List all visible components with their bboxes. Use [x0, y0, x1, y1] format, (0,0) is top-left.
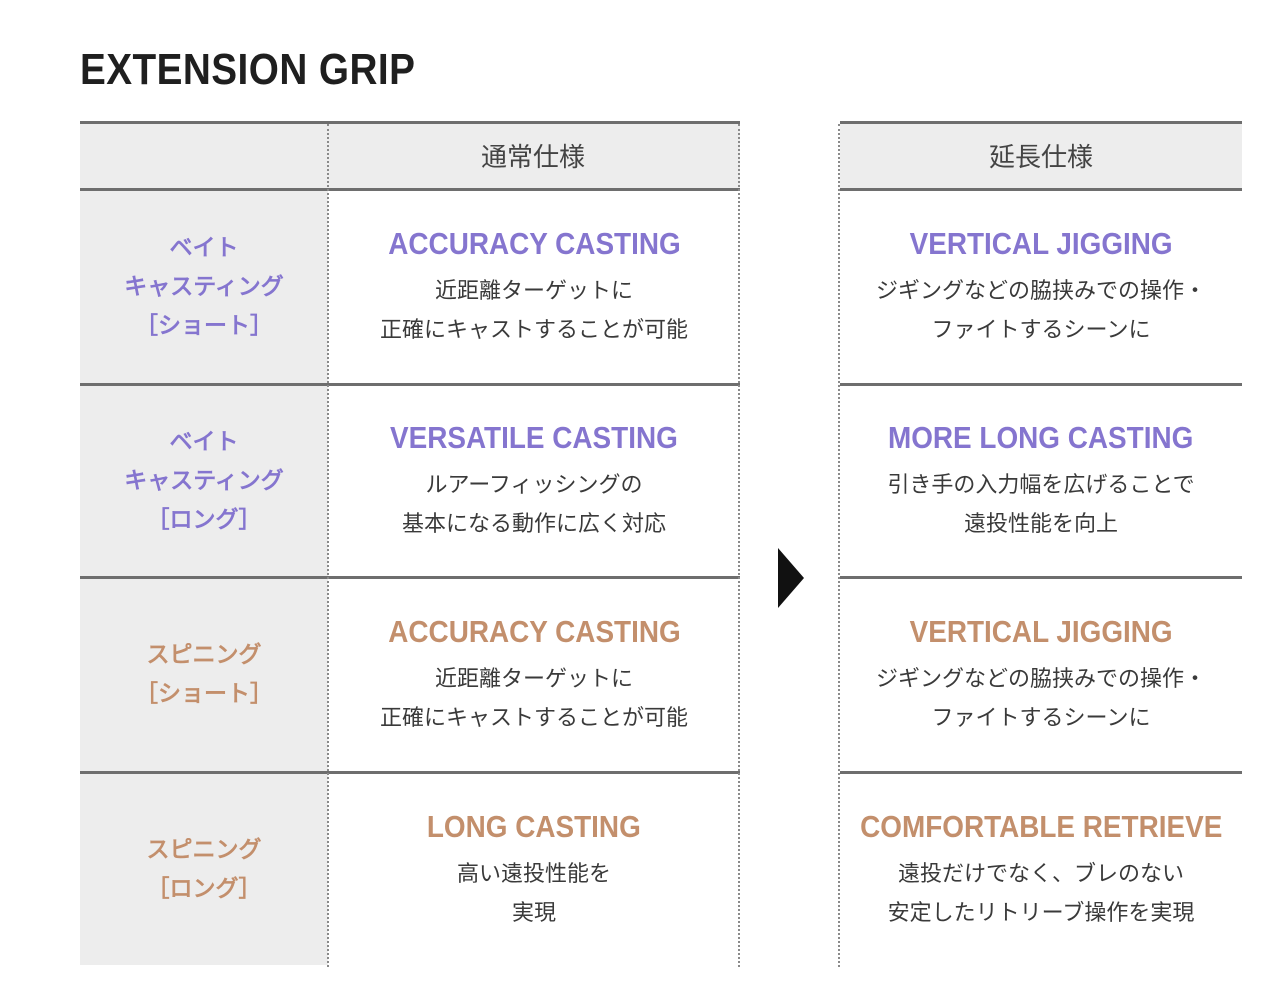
row-label-line: キャスティング: [124, 273, 284, 300]
spec-description-line: ジギングなどの脇挟みでの操作・: [875, 279, 1206, 304]
spec-heading: MORE LONG CASTING: [888, 420, 1194, 455]
row-divider-right: [840, 771, 1242, 774]
extended-spec-cell: VERTICAL JIGGING ジギングなどの脇挟みでの操作・ ファイトするシ…: [840, 579, 1242, 771]
row-label-line: ［ロング］: [146, 875, 262, 902]
header-extended-spec: 延長仕様: [988, 142, 1093, 173]
row-label: スピニング ［ショート］: [80, 579, 328, 771]
row-label-line: ［ロング］: [146, 506, 262, 533]
spec-description-line: 引き手の入力幅を広げることで: [887, 473, 1195, 498]
spec-description-line: ルアーフィッシングの: [425, 473, 643, 498]
column-divider: [838, 124, 840, 967]
table-top-border-left: [80, 121, 740, 124]
spec-heading: VERTICAL JIGGING: [909, 614, 1173, 649]
spec-description-line: ファイトするシーンに: [931, 706, 1151, 731]
spec-description-line: ファイトするシーンに: [931, 318, 1151, 343]
spec-description-line: ジギングなどの脇挟みでの操作・: [875, 667, 1206, 692]
header-background-left: [80, 122, 740, 188]
row-divider-left: [80, 383, 740, 386]
row-label-line: スピニング: [146, 642, 262, 668]
spec-description-line: 実現: [511, 900, 556, 926]
standard-spec-cell: VERSATILE CASTING ルアーフィッシングの 基本になる動作に広く対…: [330, 386, 738, 576]
right-triangle-arrow-icon: [778, 548, 804, 608]
spec-description-line: 遠投だけでなく、ブレのない: [897, 861, 1184, 887]
spec-heading: VERTICAL JIGGING: [909, 226, 1173, 261]
row-divider-right: [840, 576, 1242, 579]
spec-description-line: 近距離ターゲットに: [434, 279, 633, 304]
row-label: ベイト キャスティング ［ロング］: [80, 386, 328, 576]
spec-heading: VERSATILE CASTING: [390, 420, 678, 455]
header-standard-spec: 通常仕様: [480, 142, 585, 173]
extended-spec-cell: VERTICAL JIGGING ジギングなどの脇挟みでの操作・ ファイトするシ…: [840, 191, 1242, 383]
row-label-line: ベイト: [169, 428, 239, 455]
spec-description-line: 高い遠投性能を: [456, 861, 611, 887]
column-divider: [327, 124, 329, 967]
page-title: EXTENSION GRIP: [80, 45, 416, 94]
row-divider-left: [80, 771, 740, 774]
spec-description-line: 基本になる動作に広く対応: [401, 512, 666, 537]
column-divider: [738, 124, 740, 967]
header-background-right: [840, 122, 1242, 188]
standard-spec-cell: ACCURACY CASTING 近距離ターゲットに 正確にキャストすることが可…: [330, 579, 738, 771]
extended-spec-cell: COMFORTABLE RETRIEVE 遠投だけでなく、ブレのない 安定したリ…: [840, 774, 1242, 965]
standard-spec-cell: ACCURACY CASTING 近距離ターゲットに 正確にキャストすることが可…: [330, 191, 738, 383]
row-label: ベイト キャスティング ［ショート］: [80, 191, 328, 383]
row-label-line: スピニング: [146, 836, 262, 863]
spec-description-line: 正確にキャストすることが可能: [379, 706, 688, 731]
header-bottom-border-right: [840, 188, 1242, 191]
row-divider-left: [80, 576, 740, 579]
spec-description-line: 安定したリトリーブ操作を実現: [887, 900, 1195, 926]
row-label-line: キャスティング: [124, 467, 284, 494]
spec-description-line: 正確にキャストすることが可能: [379, 318, 688, 343]
row-label-line: ベイト: [169, 234, 239, 261]
table-top-border-right: [840, 121, 1242, 124]
row-divider-right: [840, 383, 1242, 386]
spec-heading: ACCURACY CASTING: [387, 226, 681, 261]
row-label: スピニング ［ロング］: [80, 774, 328, 965]
row-label-line: ［ショート］: [135, 681, 273, 707]
spec-heading: ACCURACY CASTING: [387, 614, 681, 649]
standard-spec-cell: LONG CASTING 高い遠投性能を 実現: [330, 774, 738, 965]
spec-description-line: 近距離ターゲットに: [434, 667, 633, 692]
spec-heading: COMFORTABLE RETRIEVE: [859, 808, 1223, 844]
header-bottom-border-left: [80, 188, 740, 191]
extended-spec-cell: MORE LONG CASTING 引き手の入力幅を広げることで 遠投性能を向上: [840, 386, 1242, 576]
spec-description-line: 遠投性能を向上: [963, 512, 1118, 537]
row-label-line: ［ショート］: [135, 312, 273, 339]
spec-heading: LONG CASTING: [427, 808, 641, 844]
